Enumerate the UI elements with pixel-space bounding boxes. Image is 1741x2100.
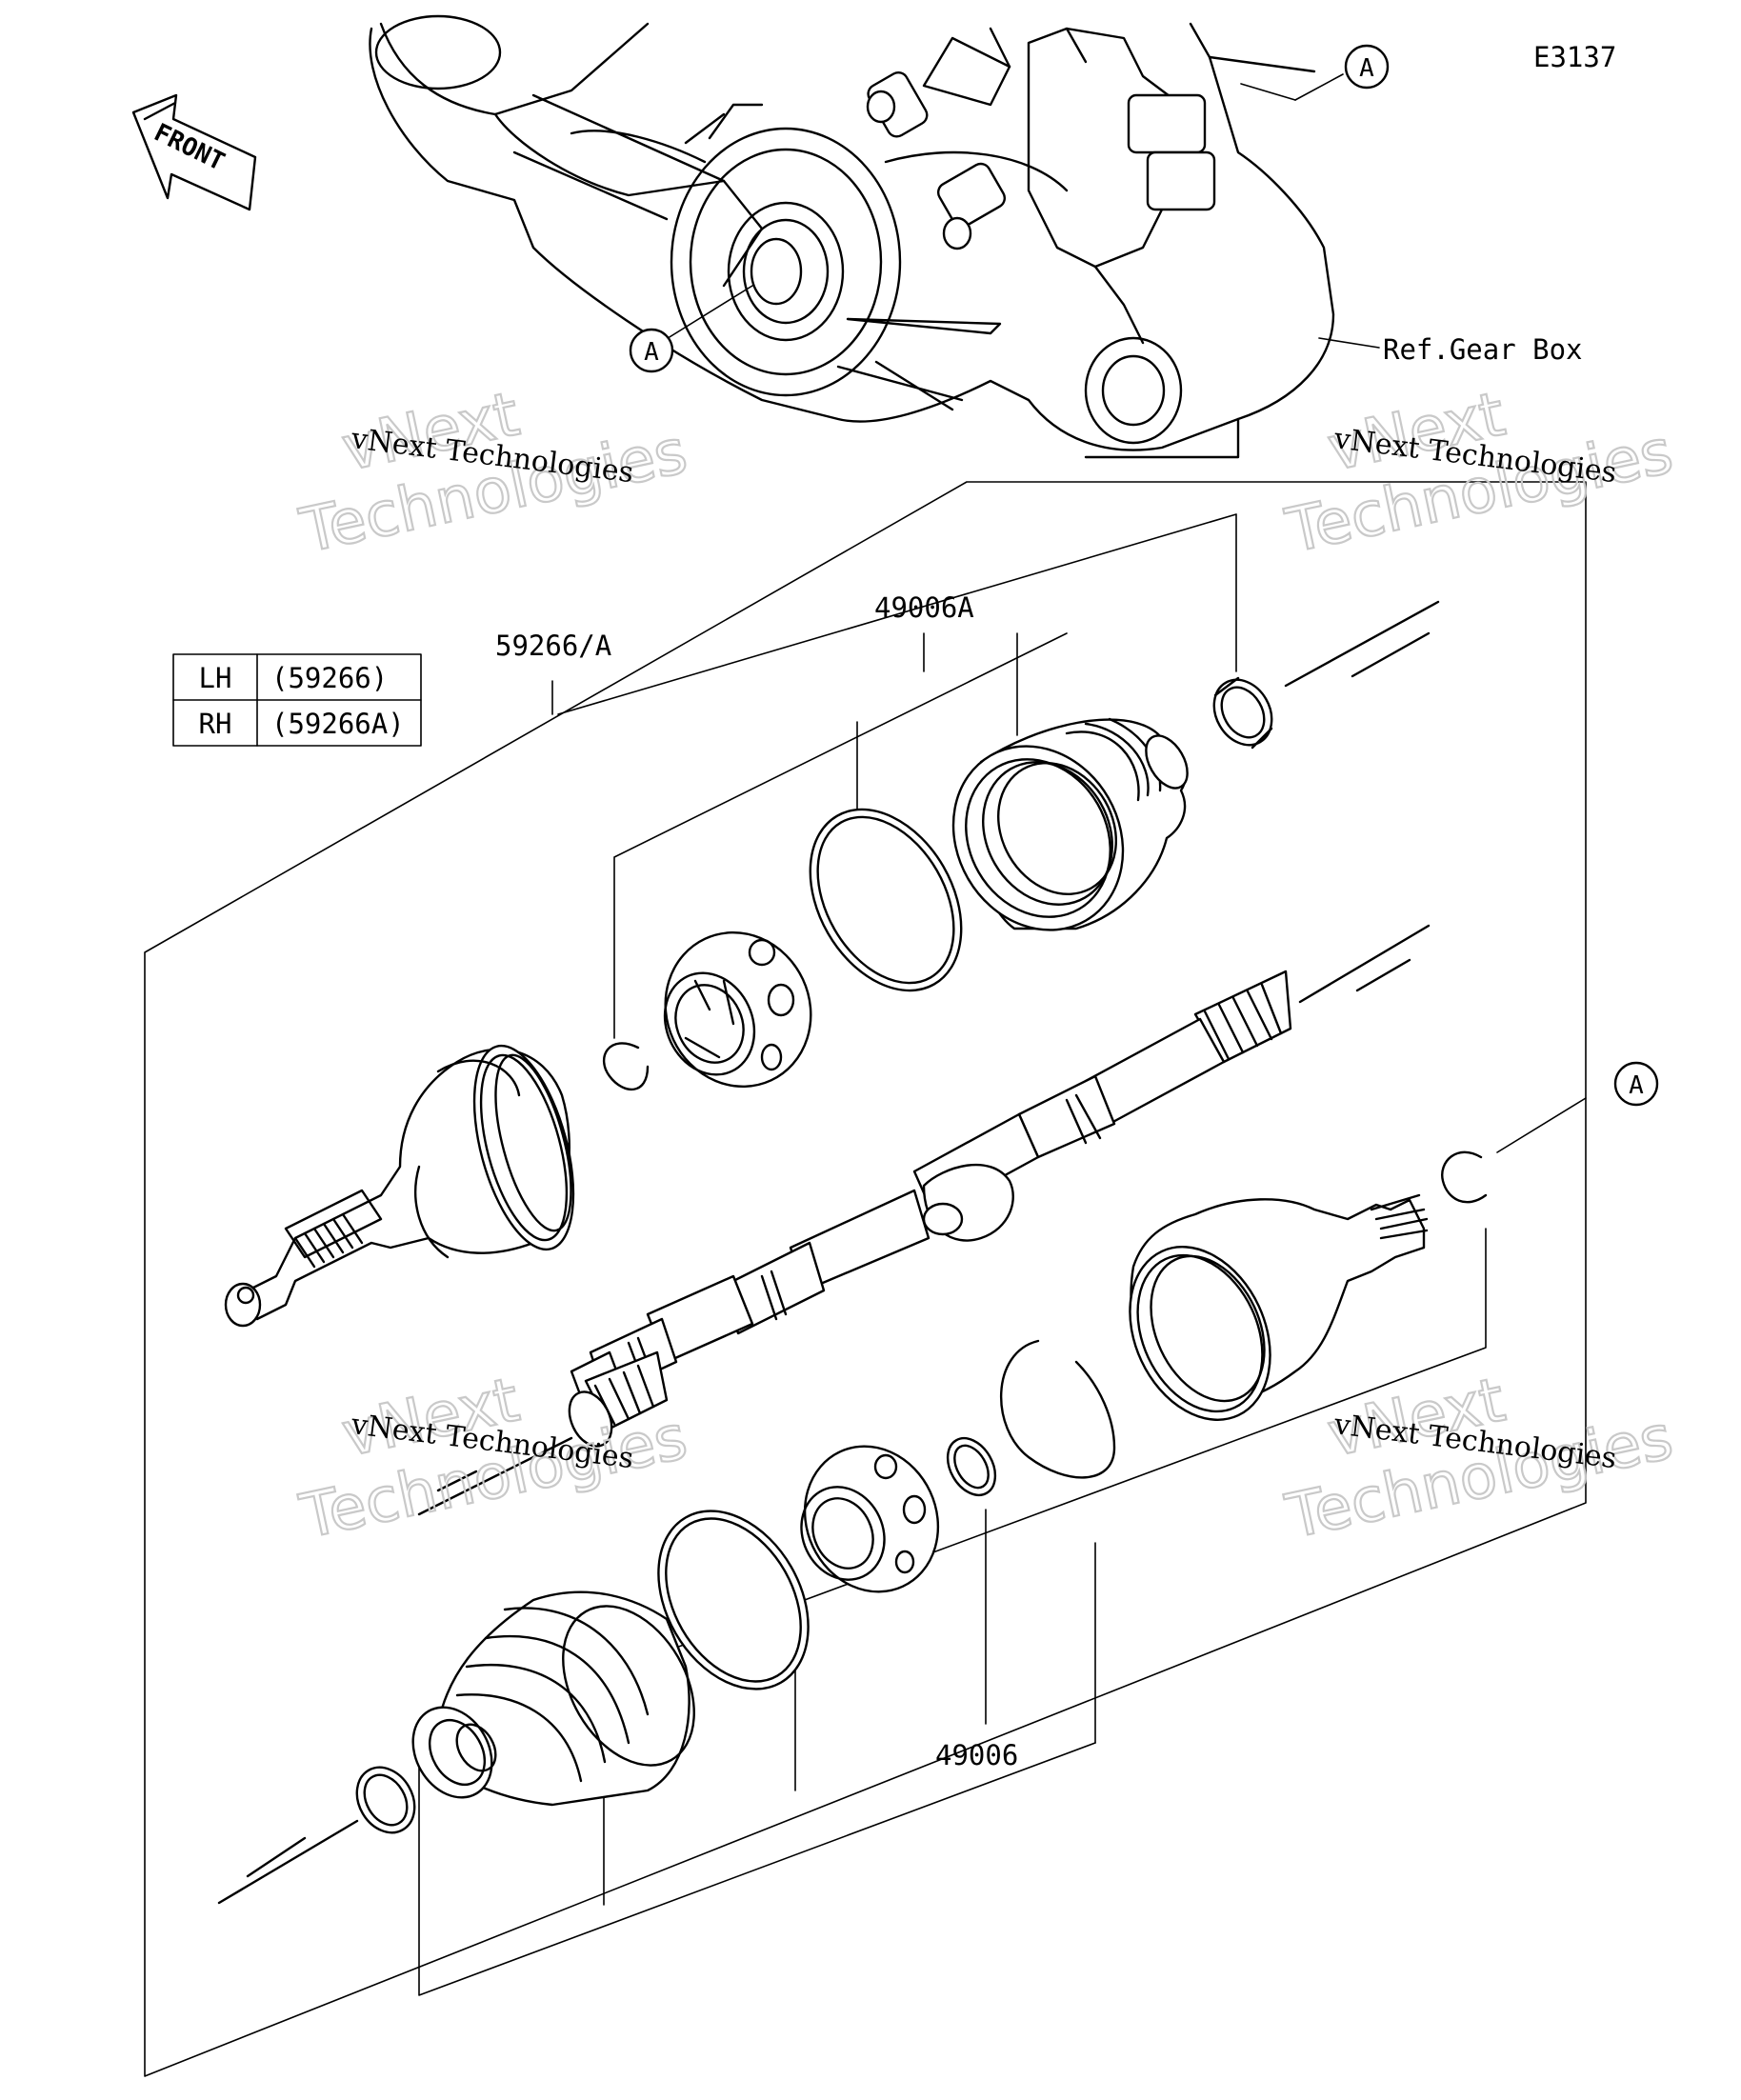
drive-shaft	[417, 970, 1292, 1516]
inner-cv-joint	[1129, 1193, 1429, 1421]
ref-gear-box-label: Ref.Gear Box	[1383, 333, 1583, 366]
part-number-49006: 49006	[935, 1739, 1018, 1771]
svg-text:A: A	[1359, 54, 1374, 83]
part-number-59266a: 59266/A	[495, 630, 611, 662]
diagram-code: E3137	[1533, 41, 1616, 73]
front-direction-arrow: FRONT	[131, 93, 257, 211]
boot-band-large	[809, 808, 963, 992]
variant-part-lh: (59266)	[271, 662, 388, 694]
callout-a-top-right: A	[1344, 44, 1390, 90]
svg-text:A: A	[1629, 1071, 1644, 1100]
boot-band-small	[1212, 676, 1273, 750]
inner-boot-band	[657, 1510, 810, 1690]
callout-a-gearbox: A	[629, 328, 674, 373]
variant-part-rh: (59266A)	[271, 708, 405, 740]
outer-boot	[951, 717, 1189, 931]
small-ring	[946, 1436, 997, 1497]
inner-boot	[411, 1590, 695, 1807]
inner-joint-parts	[217, 1150, 1488, 1905]
callout-a-shaft: A	[1613, 1061, 1659, 1107]
snap-ring-inner	[1441, 1150, 1488, 1204]
variant-table: LH (59266) RH (59266A)	[172, 653, 422, 747]
inner-joint-cage	[800, 1445, 940, 1593]
svg-text:A: A	[644, 338, 659, 367]
part-number-49006a: 49006A	[874, 591, 974, 624]
joint-cage	[663, 931, 812, 1088]
outer-cv-joint	[224, 1044, 575, 1328]
variant-side-lh: LH	[199, 662, 232, 694]
variant-side-rh: RH	[199, 708, 232, 740]
outer-joint-parts	[224, 600, 1440, 1328]
snap-ring-outer	[602, 1042, 650, 1091]
inner-band-small	[355, 1766, 416, 1834]
circlip-large	[1000, 1339, 1116, 1479]
gear-box-illustration	[369, 14, 1335, 459]
assembly-bracket	[144, 481, 1587, 2077]
